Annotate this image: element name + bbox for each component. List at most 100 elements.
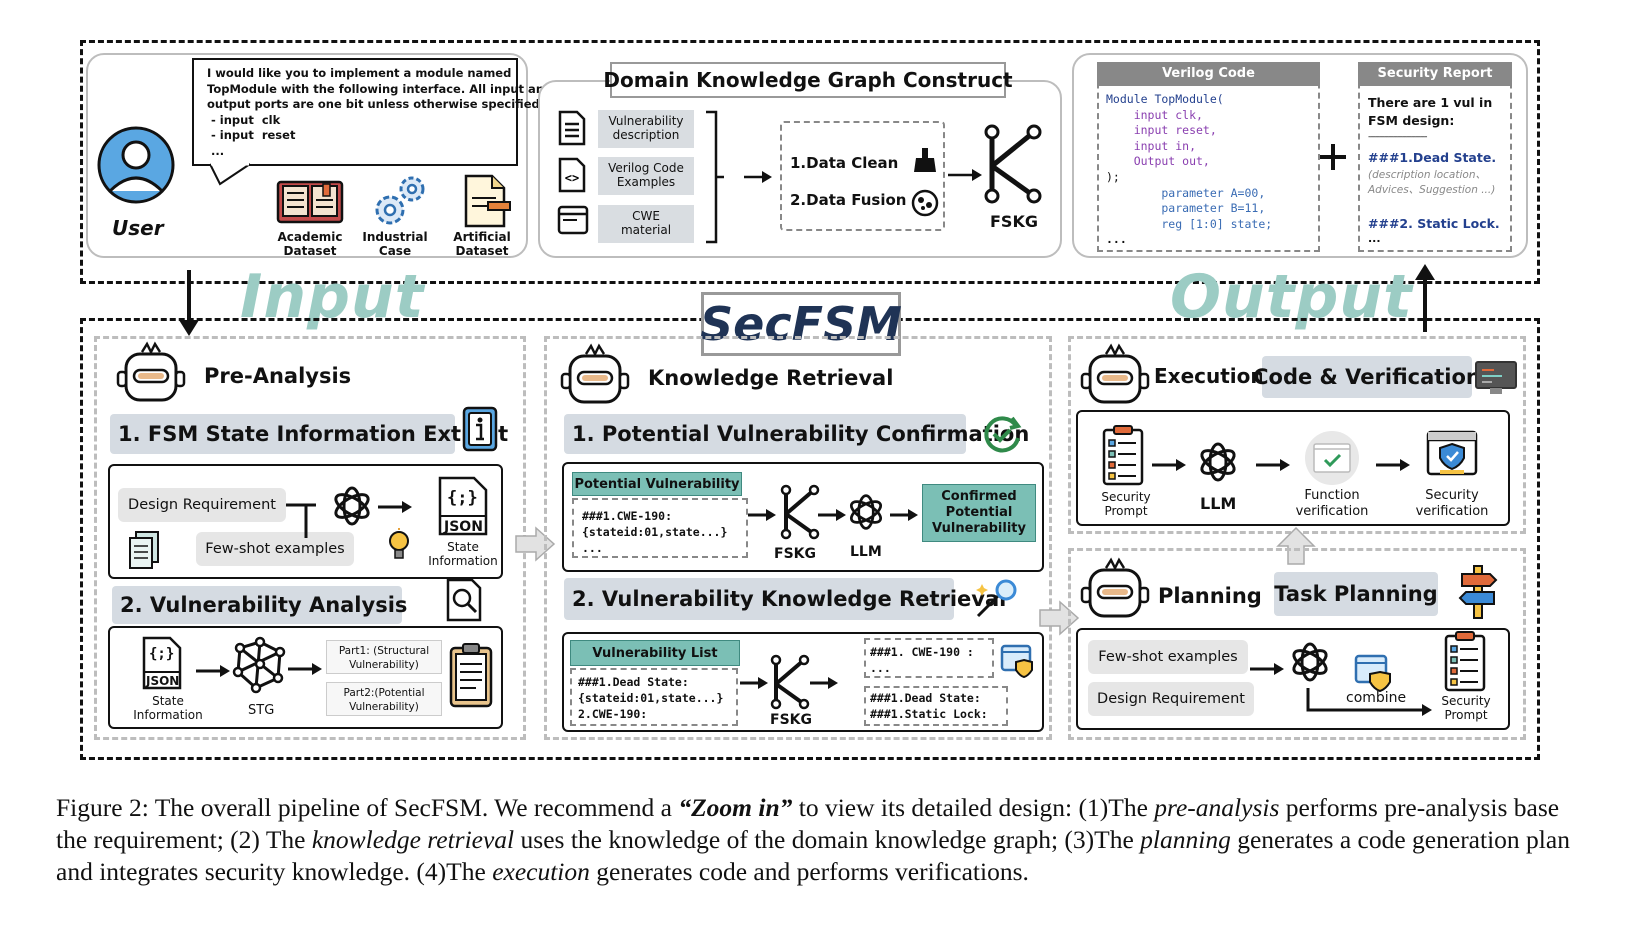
code-line: Module TopModule( <box>1106 92 1224 106</box>
kg-source-vulnerability: Vulnerability description <box>598 110 694 148</box>
vk-fskg-label: FSKG <box>770 712 812 728</box>
combine-connector <box>1306 688 1432 716</box>
code-line: input clk, <box>1106 107 1203 122</box>
figure-caption: Figure 2: The overall pipeline of SecFSM… <box>56 792 1586 888</box>
pencil-signpost-icon <box>1458 565 1498 619</box>
code-line: ###1.CWE-190: <box>582 509 673 523</box>
vk-out2-lines: ###1.Dead State: ###1.Static Lock: <box>870 690 988 722</box>
code-line: ); <box>1106 169 1120 184</box>
robot-icon <box>560 343 630 404</box>
report-item2: ###2. Static Lock. <box>1368 216 1500 231</box>
pv-fskg-label: FSKG <box>774 546 816 562</box>
report-intro: There are 1 vul in FSM design: <box>1368 95 1493 128</box>
merge-connector <box>286 503 316 538</box>
code-line: parameter A=00, <box>1106 185 1266 200</box>
shield-window-icon <box>1354 654 1391 693</box>
arrow-right <box>748 509 776 521</box>
vk-out1-lines: ###1. CWE-190 : ... <box>870 644 974 676</box>
user-icon <box>97 126 175 204</box>
pv-confirmation-bar: 1. Potential Vulnerability Confirmation <box>564 414 1029 454</box>
vl-code-box <box>570 668 738 726</box>
caption-zoom: “Zoom in” <box>678 793 793 822</box>
json-braces: {;} <box>447 488 478 508</box>
speech-line: output ports are one bit unless otherwis… <box>207 97 545 111</box>
llm-icon <box>334 486 370 526</box>
kg-step-clean: 1.Data Clean <box>790 154 899 172</box>
kg-source-verilog: Verilog Code Examples <box>598 157 694 195</box>
code-line: input in, <box>1106 138 1197 153</box>
caption-text: uses the knowledge of the domain knowled… <box>514 825 1141 854</box>
vk-out2-box <box>864 686 1008 726</box>
svg-text:<>: <> <box>565 171 579 185</box>
arrow-right <box>196 665 230 677</box>
security-shield-window-icon <box>1426 430 1478 476</box>
caption-pre-analysis: pre-analysis <box>1154 793 1280 822</box>
lightbulb-icon <box>389 528 409 559</box>
arrow-right <box>810 677 838 689</box>
code-line: ###1.Dead State: <box>870 691 981 705</box>
confirmed-pv-box: Confirmed Potential Vulnerability <box>922 484 1036 542</box>
security-prompt-icon <box>1444 631 1486 692</box>
vk-retrieval-box <box>562 632 1044 732</box>
arrow-right <box>378 501 412 513</box>
pa-fewshot-examples: Few-shot examples <box>196 532 354 566</box>
user-speech-bubble <box>192 58 518 166</box>
shield-window-icon <box>1000 644 1033 679</box>
code-line: ###1.Dead State: <box>578 675 689 689</box>
pv-header: Potential Vulnerability <box>572 472 742 496</box>
output-panel <box>1072 53 1528 258</box>
pa-design-requirement: Design Requirement <box>118 488 286 522</box>
knowledge-title: Knowledge Retrieval <box>648 366 894 390</box>
knowledge-panel <box>544 336 1052 740</box>
caption-execution: execution <box>492 857 590 886</box>
input-down-arrow <box>179 270 199 336</box>
code-line: input reset, <box>1106 123 1217 138</box>
input-output-frame <box>80 40 1540 284</box>
fskg-graph-icon <box>770 654 810 710</box>
artificial-dataset-label: Artificial Dataset <box>453 230 511 258</box>
fskg-graph-icon <box>780 484 820 540</box>
user-label: User <box>112 216 164 240</box>
speech-bubble-tail <box>209 162 251 186</box>
broom-icon <box>914 148 936 172</box>
json-label-small: JSON <box>146 674 180 688</box>
caption-knowledge-retrieval: knowledge retrieval <box>311 825 515 854</box>
document-icon <box>558 110 586 146</box>
plan-security-prompt-label: Security Prompt <box>1441 694 1491 722</box>
industrial-case-label: Industrial Case <box>362 230 428 258</box>
pa-state-info: State Information <box>428 540 498 568</box>
code-line: ###1. CWE-190 : <box>870 645 974 659</box>
json-braces-small: {;} <box>149 646 175 662</box>
arrow-right <box>1376 459 1410 471</box>
vuln-analysis-bar: 2. Vulnerability Analysis <box>112 586 407 624</box>
verilog-code-header: Verilog Code <box>1097 62 1320 86</box>
code-line: ###1.Static Lock: <box>870 707 988 721</box>
va-state-info: State Information <box>133 694 203 722</box>
plus-icon <box>1320 144 1346 170</box>
kg-to-fskg-arrow <box>948 169 982 181</box>
llm-icon <box>850 494 882 530</box>
output-up-arrow <box>1415 264 1435 332</box>
arrow-right <box>740 677 768 689</box>
part1-box: Part1: (Structural Vulnerability) <box>326 640 442 674</box>
code-line: ... <box>582 541 603 555</box>
book-icon <box>276 180 344 224</box>
code-line: reg [1:0] state; <box>1106 216 1273 231</box>
caption-text: to view its detailed design: (1)The <box>792 793 1155 822</box>
code-monitor-icon <box>1475 361 1517 394</box>
code-line: Output out, <box>1106 154 1210 169</box>
clipboard-icon <box>449 643 493 708</box>
magnifier-document-icon <box>446 578 482 622</box>
verilog-code-lines: Module TopModule( input clk, input reset… <box>1106 92 1272 248</box>
speech-line: ... <box>207 143 225 158</box>
combine-label: combine <box>1346 690 1407 706</box>
vl-code-lines: ###1.Dead State: {stateid:01,state...} 2… <box>578 674 723 722</box>
caption-text: generates code and performs verification… <box>589 857 1029 886</box>
info-icon <box>462 406 498 452</box>
code-line: ... <box>1106 232 1127 247</box>
fewshot-doc-icon <box>129 531 159 569</box>
fskg-label: FSKG <box>990 212 1038 231</box>
vk-out1-box <box>864 638 994 678</box>
fskg-graph-icon <box>984 124 1042 204</box>
exec-llm-label: LLM <box>1200 494 1237 513</box>
